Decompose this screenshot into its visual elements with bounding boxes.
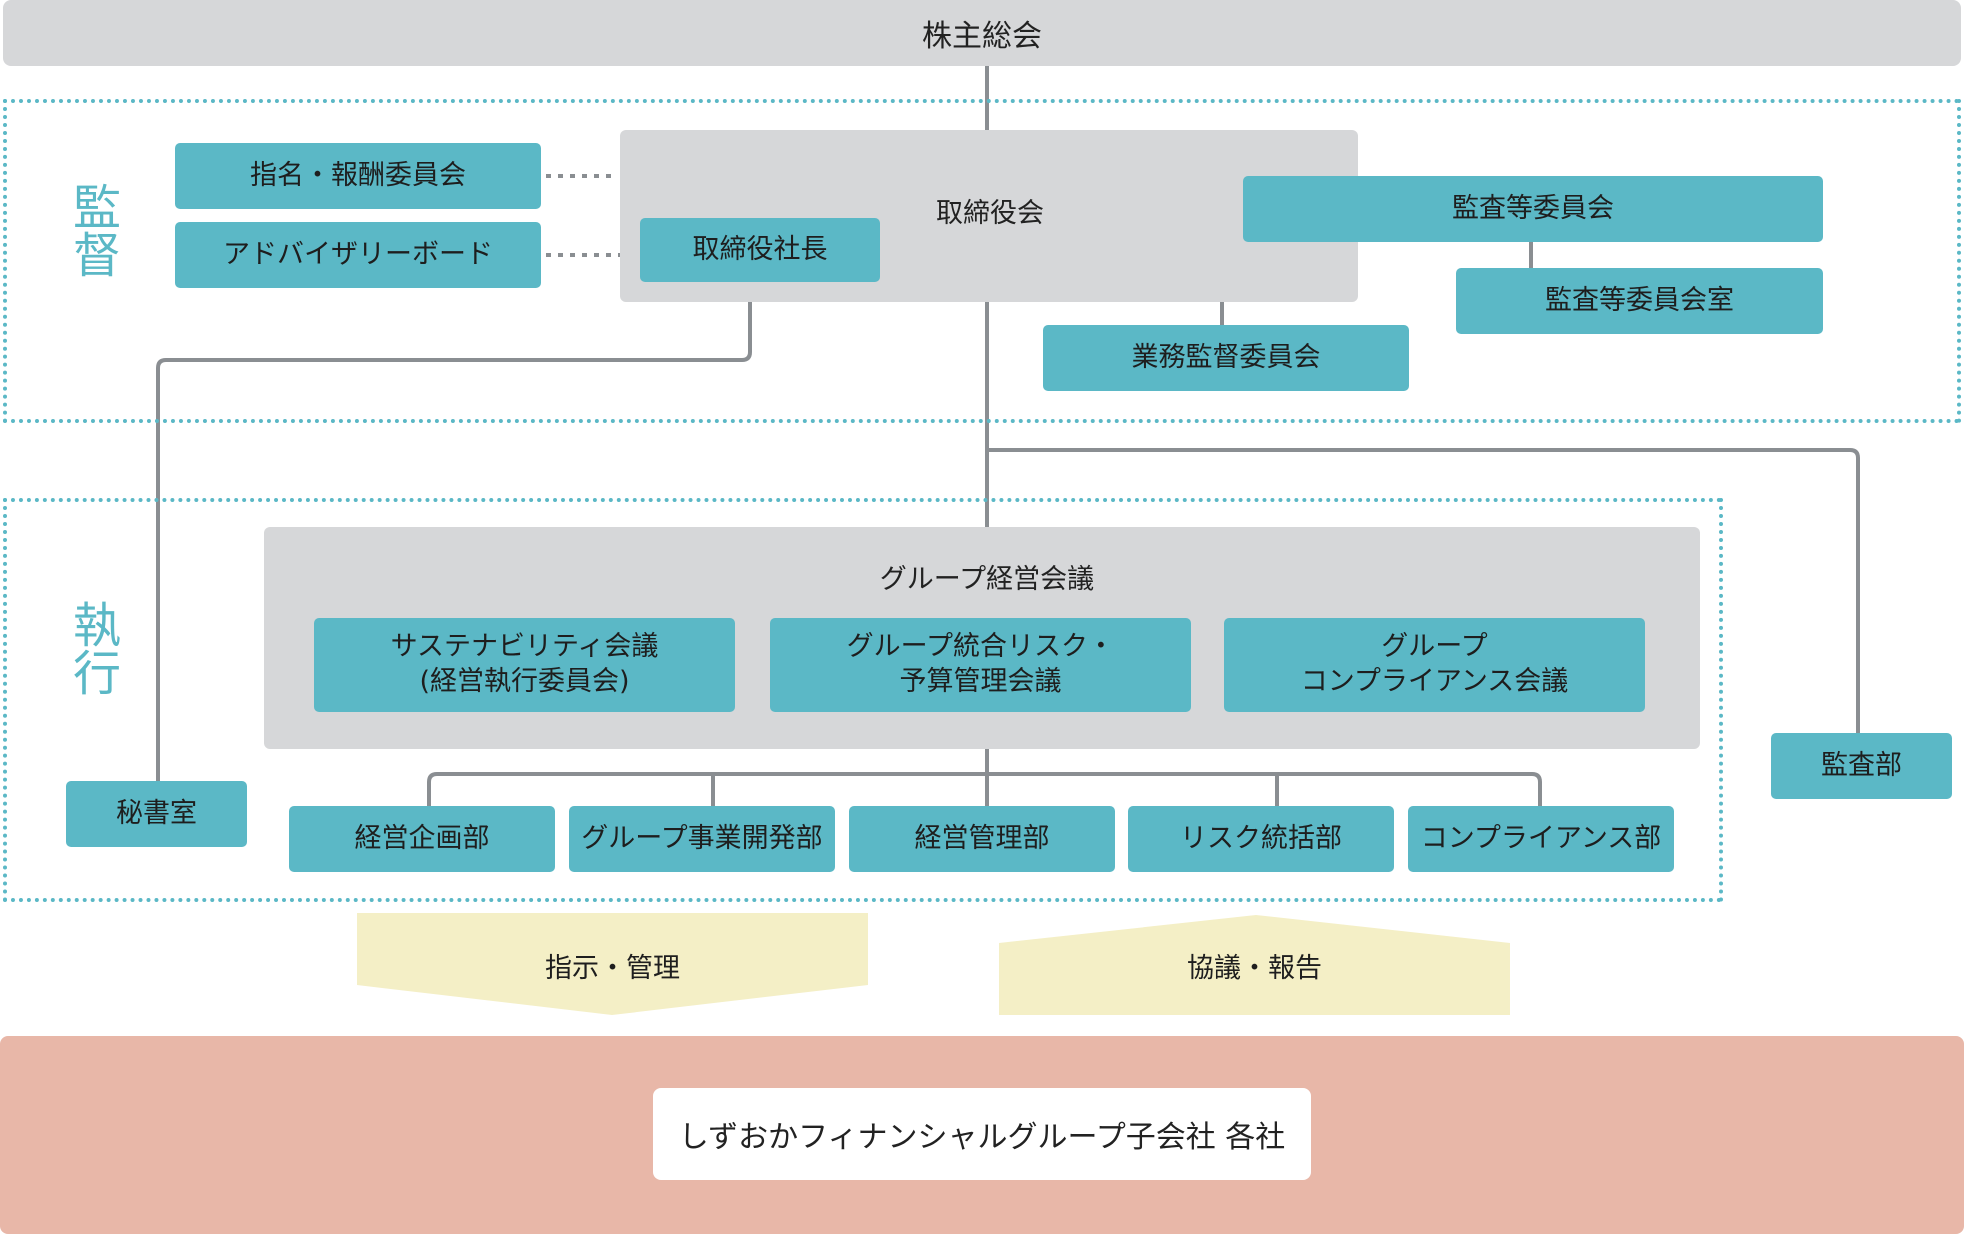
execution-frame: [3, 498, 1723, 902]
business-supervision-committee-label: 業務監督委員会: [1131, 341, 1321, 373]
nomination-committee-label: 指名・報酬委員会: [250, 159, 466, 191]
connector-president-secretariat: [156, 282, 752, 781]
department-box: 経営管理部: [849, 806, 1115, 872]
business-supervision-committee-box: 業務監督委員会: [1043, 325, 1409, 391]
department-label: 経営企画部: [354, 822, 490, 854]
nomination-committee-box: 指名・報酬委員会: [175, 143, 541, 209]
up-arrow-shape: [999, 915, 1510, 1015]
execution-label-text: 執行: [73, 598, 122, 702]
audit-committee-office-box: 監査等委員会室: [1456, 268, 1823, 334]
meeting-line1: グループ: [1381, 631, 1488, 663]
subsidiaries-label: しずおかフィナンシャルグループ子会社 各社: [678, 1120, 1286, 1155]
audit-committee-label: 監査等委員会: [1452, 192, 1614, 224]
connector-audit-dept: [987, 448, 1860, 733]
compliance-meeting-box: グループ コンプライアンス会議: [1224, 618, 1645, 712]
president-label: 取締役社長: [692, 233, 828, 265]
department-box: リスク統括部: [1128, 806, 1394, 872]
subsidiaries-box: しずおかフィナンシャルグループ子会社 各社: [653, 1088, 1311, 1180]
audit-committee-office-label: 監査等委員会室: [1545, 284, 1734, 316]
sustainability-meeting-box: サステナビリティ会議 (経営執行委員会): [314, 618, 735, 712]
execution-section-label: 執行: [67, 602, 127, 698]
advisory-board-box: アドバイザリーボード: [175, 222, 541, 288]
department-label: 経営管理部: [914, 822, 1050, 854]
supervision-frame: [3, 99, 1961, 423]
group-management-meeting-label: グループ経営会議: [879, 563, 1095, 595]
department-box: グループ事業開発部: [569, 806, 835, 872]
up-arrow-label: 協議・報告: [1187, 952, 1322, 984]
secretariat-box: 秘書室: [66, 781, 247, 847]
risk-budget-meeting-box: グループ統合リスク・ 予算管理会議: [770, 618, 1191, 712]
meeting-line2: (経営執行委員会): [419, 666, 630, 697]
supervision-label-text: 監督: [73, 180, 122, 284]
supervision-section-label: 監督: [67, 184, 127, 280]
down-arrow-label: 指示・管理: [545, 952, 680, 984]
internal-audit-box: 監査部: [1771, 733, 1952, 799]
department-label: リスク統括部: [1180, 822, 1342, 854]
department-label: コンプライアンス部: [1420, 822, 1662, 854]
audit-committee-box: 監査等委員会: [1243, 176, 1823, 242]
down-arrow-shape: [357, 913, 868, 1015]
president-box: 取締役社長: [640, 218, 880, 282]
meeting-line2: 予算管理会議: [899, 666, 1062, 697]
department-label: グループ事業開発部: [581, 822, 823, 854]
board-of-directors-label: 取締役会: [936, 197, 1044, 229]
department-box: 経営企画部: [289, 806, 555, 872]
secretariat-label: 秘書室: [116, 797, 197, 829]
shareholders-meeting-bar: 株主総会: [3, 0, 1961, 66]
connector-departments-bus: [427, 772, 1542, 806]
meeting-line1: グループ統合リスク・: [846, 631, 1115, 663]
meeting-line1: サステナビリティ会議: [390, 631, 659, 663]
advisory-board-label: アドバイザリーボード: [223, 238, 493, 270]
internal-audit-label: 監査部: [1821, 749, 1902, 781]
shareholders-meeting-label: 株主総会: [922, 19, 1042, 54]
meeting-line2: コンプライアンス会議: [1300, 666, 1569, 697]
department-box: コンプライアンス部: [1408, 806, 1674, 872]
